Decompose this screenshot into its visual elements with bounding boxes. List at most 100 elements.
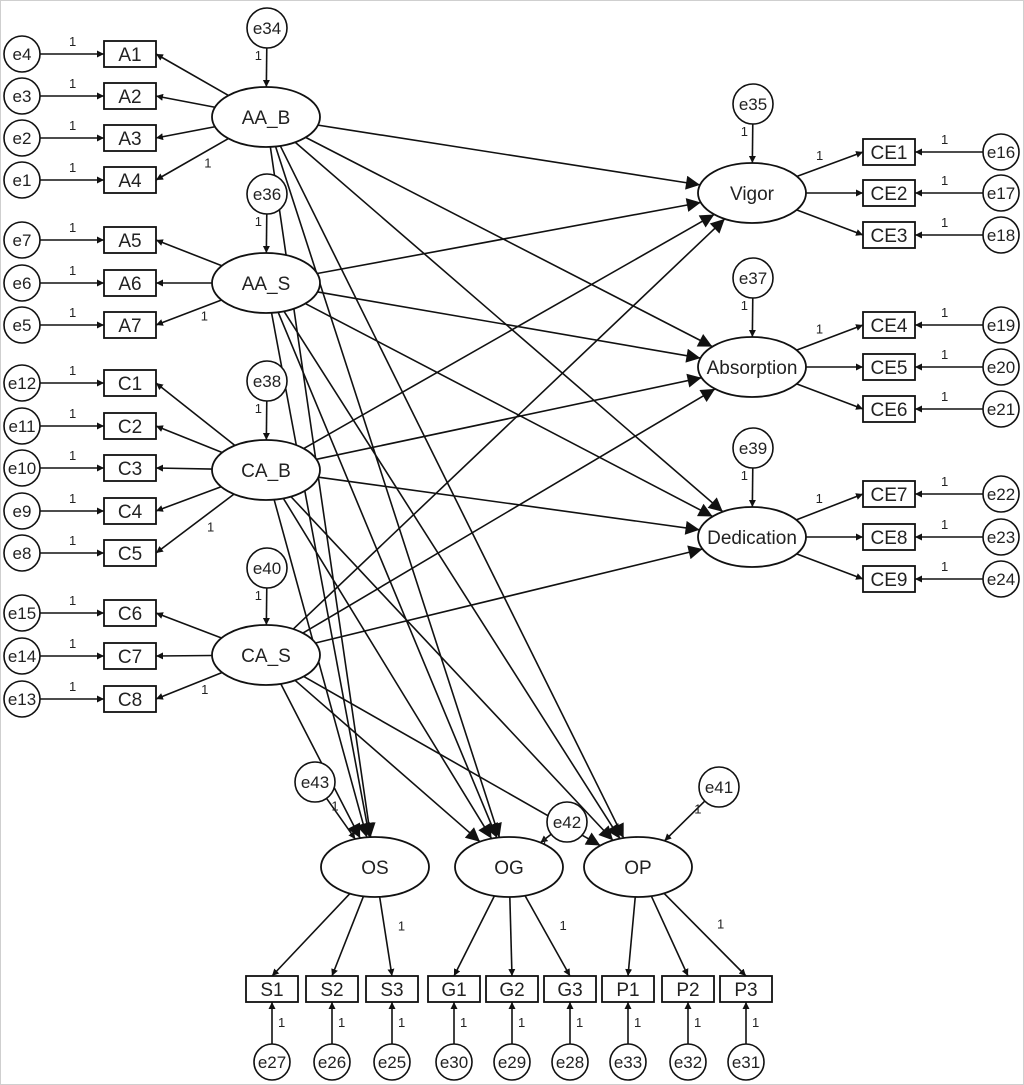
error-circle	[3, 77, 41, 115]
error-label: e15	[8, 604, 36, 623]
loading-aa-b-to-a2	[155, 93, 216, 109]
indicator-label: G3	[557, 980, 582, 1001]
indicator-label: G2	[499, 980, 524, 1001]
fixed-loading-label: 1	[204, 155, 211, 170]
disturbance-label: e42	[553, 813, 581, 832]
loading-aa-s-to-a7	[155, 299, 222, 326]
disturbance-circle	[246, 547, 288, 589]
loading-ca-s-to-c7	[155, 652, 213, 660]
error-e21: e21	[982, 390, 1020, 428]
loading-op-to-p2	[650, 895, 689, 977]
indicator-c5: C5	[103, 539, 157, 567]
error-e18: e18	[982, 216, 1020, 254]
disturbance-path-e43	[324, 796, 356, 840]
disturbance-circle	[246, 360, 288, 402]
indicator-c3: C3	[103, 454, 157, 482]
error-e9: e9	[3, 492, 41, 530]
error-circle	[669, 1043, 707, 1081]
error-circle	[313, 1043, 351, 1081]
indicator-label: A6	[118, 274, 141, 295]
disturbance-e35: e35	[732, 83, 774, 125]
error-e30: e30	[435, 1043, 473, 1081]
loading-os-to-s1	[271, 893, 351, 977]
error-e1: e1	[3, 161, 41, 199]
error-e2: e2	[3, 119, 41, 157]
error-label: e20	[987, 358, 1015, 377]
path-ca-b-to-og	[282, 497, 493, 840]
disturbance-label: e38	[253, 372, 281, 391]
latent-label: AA_B	[242, 108, 291, 129]
error-e17: e17	[982, 174, 1020, 212]
indicator-box	[365, 975, 419, 1003]
indicator-box	[245, 975, 299, 1003]
disturbance-circle	[732, 427, 774, 469]
indicator-label: CE2	[871, 184, 908, 205]
error-circle	[3, 161, 41, 199]
disturbance-circle	[294, 761, 336, 803]
error-e3: e3	[3, 77, 41, 115]
disturbance-label: e37	[739, 269, 767, 288]
error-circle	[3, 534, 41, 572]
fixed-error-label: 1	[278, 1015, 285, 1030]
fixed-error-label: 1	[941, 474, 948, 489]
error-label: e14	[8, 647, 36, 666]
error-e28: e28	[551, 1043, 589, 1081]
fixed-error-label: 1	[941, 347, 948, 362]
indicator-ce5: CE5	[862, 353, 916, 381]
latent-ellipse	[211, 624, 321, 686]
error-e12: e12	[3, 364, 41, 402]
path-ca-b-to-os	[273, 499, 370, 838]
disturbance-circle	[546, 801, 588, 843]
fixed-loading-label: 1	[560, 918, 567, 933]
error-label: e16	[987, 143, 1015, 162]
loading-og-to-g1	[453, 895, 496, 977]
path-aa-s-to-os	[270, 312, 374, 838]
error-e25: e25	[373, 1043, 411, 1081]
error-e7: e7	[3, 221, 41, 259]
error-e27: e27	[253, 1043, 291, 1081]
error-e11: e11	[3, 407, 41, 445]
error-circle	[3, 221, 41, 259]
error-circle	[435, 1043, 473, 1081]
indicator-label: C1	[118, 374, 142, 395]
error-circle	[3, 680, 41, 718]
error-label: e33	[614, 1053, 642, 1072]
path-ca-s-to-os	[280, 683, 361, 839]
disturbance-circle	[246, 173, 288, 215]
loading-ca-b-to-c3	[155, 464, 213, 472]
indicator-a2: A2	[103, 82, 157, 110]
fixed-loading-label: 1	[398, 918, 405, 933]
path-aa-b-to-absorption	[305, 136, 713, 348]
disturbance-circle	[698, 766, 740, 808]
disturbance-e40: e40	[246, 547, 288, 589]
fixed-disturbance-label: 1	[741, 468, 748, 483]
loading-absorption-to-ce4	[796, 324, 864, 351]
loading-og-to-g2	[508, 896, 516, 977]
fixed-disturbance-label: 1	[255, 588, 262, 603]
loading-og-to-g3	[524, 895, 571, 977]
indicator-ce4: CE4	[862, 311, 916, 339]
error-label: e18	[987, 226, 1015, 245]
latent-label: CA_S	[241, 646, 291, 667]
error-label: e29	[498, 1053, 526, 1072]
fixed-error-label: 1	[69, 76, 76, 91]
error-e22: e22	[982, 475, 1020, 513]
indicator-label: A3	[118, 129, 141, 150]
fixed-error-label: 1	[69, 406, 76, 421]
loading-ca-s-to-c8	[155, 671, 223, 700]
loading-ca-b-to-c5	[155, 493, 235, 554]
indicator-label: C4	[118, 502, 143, 523]
fixed-error-label: 1	[398, 1015, 405, 1030]
indicator-box	[103, 412, 157, 440]
error-circle	[982, 560, 1020, 598]
indicator-a3: A3	[103, 124, 157, 152]
fixed-disturbance-label: 1	[741, 298, 748, 313]
latent-ellipse	[211, 439, 321, 501]
disturbance-label: e35	[739, 95, 767, 114]
indicator-box	[103, 497, 157, 525]
fixed-disturbance-label: 1	[331, 799, 338, 814]
fixed-loading-label: 1	[816, 491, 823, 506]
error-label: e12	[8, 374, 36, 393]
indicator-a4: A4	[103, 166, 157, 194]
